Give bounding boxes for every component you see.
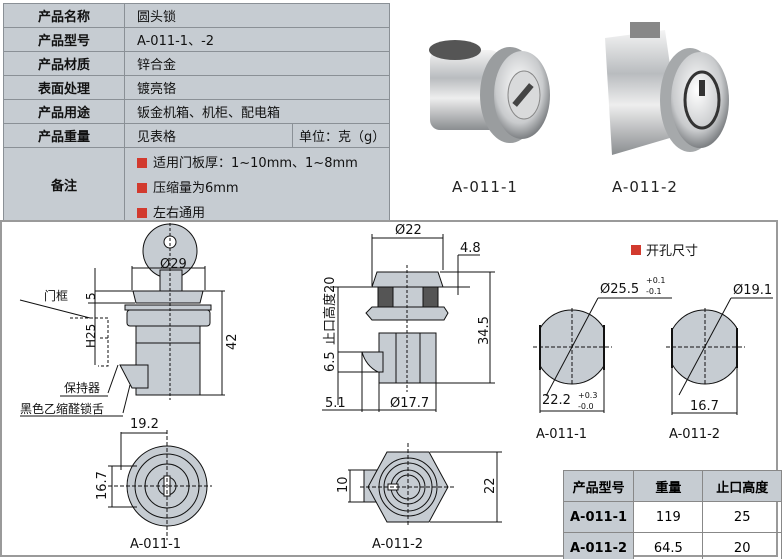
table-row: A-011-2 64.5 20	[562, 532, 782, 559]
product-photos: A-011-1 A-011-2	[390, 0, 782, 218]
dim-5: 5	[84, 292, 98, 300]
cutout-a1-width: 22.2	[542, 393, 571, 408]
dim-dia29: Ø29	[160, 257, 187, 272]
spec-value: 钣金机箱、机柜、配电箱	[124, 99, 390, 124]
spec-unit: 单位：克（g）	[292, 123, 390, 148]
spec-row: 表面处理镀亮铬	[3, 75, 390, 100]
dim-5-1: 5.1	[325, 396, 346, 411]
cutout-a1-dia-tol-plus: +0.1	[646, 276, 665, 285]
dim-4-8: 4.8	[460, 241, 481, 256]
remarks-list: 适用门板厚：1~10mm、1~8mm 压缩量为6mm 左右通用	[124, 147, 390, 222]
cutout-a1-dia-tol-minus: -0.1	[646, 287, 662, 296]
cutout-a-011-1-drawing	[533, 297, 672, 413]
photo-label-a-011-2: A-011-2	[612, 178, 678, 196]
remark-item: 适用门板厚：1~10mm、1~8mm	[137, 152, 389, 171]
model-cell: A-011-1	[562, 501, 635, 533]
cutout-a2-label: A-011-2	[669, 427, 720, 442]
spec-value: 锌合金	[124, 51, 390, 76]
cutout-a1-w-tol-minus: -0.0	[578, 402, 594, 411]
spec-label: 产品型号	[3, 27, 125, 52]
cutout-a2-dia: Ø19.1	[733, 283, 772, 298]
weight-cell: 64.5	[633, 532, 704, 559]
bullet-square-icon	[137, 208, 147, 218]
spec-row: 产品用途钣金机箱、机柜、配电箱	[3, 99, 390, 124]
remark-text: 左右通用	[153, 206, 206, 221]
front-a1-height: 16.7	[95, 471, 110, 500]
remark-item: 压缩量为6mm	[137, 177, 389, 196]
cutout-a2-width: 16.7	[690, 399, 719, 414]
dim-dia17-7: Ø17.7	[390, 396, 429, 411]
cutout-a1-w-tol-plus: +0.3	[578, 391, 597, 400]
front-view-a-011-2-drawing	[348, 443, 502, 527]
front-view-a-011-1-drawing	[108, 430, 212, 540]
spec-label: 产品材质	[3, 51, 125, 76]
front-a2-label: A-011-2	[372, 537, 423, 552]
cutout-a1-label: A-011-1	[536, 427, 587, 442]
remark-text: 压缩量为6mm	[153, 181, 239, 196]
spec-label: 备注	[3, 147, 125, 222]
table-row: A-011-1 119 25	[562, 501, 782, 533]
spec-label: 产品用途	[3, 99, 125, 124]
column-header: 止口高度	[702, 470, 782, 502]
stop-height-cell: 20	[702, 532, 782, 559]
dim-42: 42	[225, 333, 240, 350]
cutout-a1-dia: Ø25.5	[600, 282, 639, 297]
door-frame-label: 门框	[44, 288, 68, 303]
front-a1-width: 19.2	[130, 417, 159, 432]
technical-drawing-panel	[0, 220, 778, 557]
column-header: 重量	[633, 470, 704, 502]
remark-item: 左右通用	[137, 202, 389, 221]
weight-cell: 119	[633, 501, 704, 533]
weight-table-header: 产品型号 重量 止口高度	[562, 470, 782, 502]
remark-text: 适用门板厚：1~10mm、1~8mm	[153, 156, 358, 171]
retainer-label: 保持器	[64, 380, 100, 395]
dim-dia22: Ø22	[395, 223, 422, 238]
stop-height-label: 止口高度20	[322, 276, 338, 345]
bullet-square-icon	[137, 158, 147, 168]
bullet-square-icon	[631, 245, 641, 255]
side-view-drawing	[19, 223, 225, 417]
dim-34-5: 34.5	[477, 316, 492, 345]
bullet-square-icon	[137, 183, 147, 193]
dim-h25: H25	[84, 324, 98, 348]
photo-label-a-011-1: A-011-1	[452, 178, 518, 196]
spec-row-remarks: 备注 适用门板厚：1~10mm、1~8mm 压缩量为6mm 左右通用	[3, 147, 390, 222]
stop-height-cell: 25	[702, 501, 782, 533]
column-header: 产品型号	[562, 470, 635, 502]
product-photo-images	[429, 22, 729, 155]
cutout-title: 开孔尺寸	[646, 244, 698, 259]
model-cell: A-011-2	[562, 532, 635, 559]
front-a2-dim-10: 10	[336, 476, 351, 493]
photo-a-011-2	[605, 22, 729, 155]
front-a2-dim-22: 22	[483, 477, 498, 494]
photo-a-011-1	[429, 40, 550, 143]
spec-label: 产品名称	[3, 3, 125, 28]
spec-label: 表面处理	[3, 75, 125, 100]
tongue-label: 黑色乙缩醛锁舌	[20, 401, 104, 416]
spec-row: 产品材质锌合金	[3, 51, 390, 76]
cutout-a-011-2-drawing	[666, 297, 773, 415]
dim-6-5: 6.5	[323, 351, 338, 372]
front-a1-label: A-011-1	[130, 537, 181, 552]
spec-row: 产品重量见表格单位：克（g）	[3, 123, 390, 148]
spec-label: 产品重量	[3, 123, 125, 148]
section-view-drawing	[322, 234, 495, 412]
weight-table: 产品型号 重量 止口高度 A-011-1 119 25 A-011-2 64.5…	[562, 470, 782, 559]
spec-row: 产品名称圆头锁	[3, 3, 390, 28]
spec-value: 见表格	[124, 123, 293, 148]
